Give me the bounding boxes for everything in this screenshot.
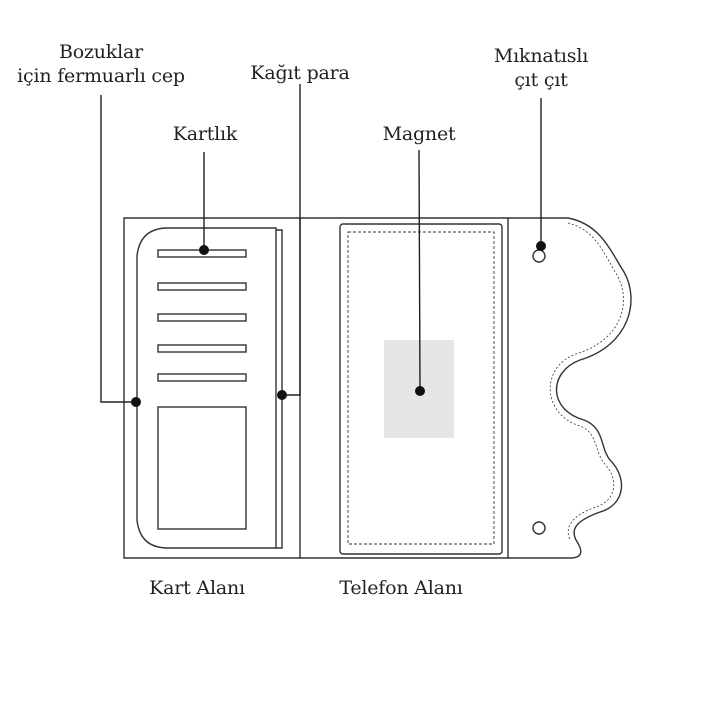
- pointer-dot-kartlik: [199, 245, 209, 255]
- pointer-dot-miknatisli: [536, 241, 546, 251]
- pointer-dot-magnet: [415, 386, 425, 396]
- pointer-dot-bozuklar: [131, 397, 141, 407]
- snap-button-bottom: [532, 521, 546, 535]
- label-bozuklar: Bozuklar için fermuarlı cep: [17, 40, 185, 88]
- label-kagit-para: Kağıt para: [250, 62, 350, 84]
- card-slots: [157, 249, 247, 382]
- label-magnet: Magnet: [382, 123, 456, 145]
- leader-line-magnet: [418, 149, 421, 391]
- label-kartlik: Kartlık: [172, 123, 238, 145]
- card-slot: [157, 282, 247, 291]
- card-slot: [157, 344, 247, 353]
- label-bozuklar-line2: için fermuarlı cep: [17, 65, 185, 87]
- phone-holder: [339, 223, 503, 555]
- id-window: [157, 406, 247, 530]
- card-area-panel: [123, 217, 301, 559]
- flap-stitching: [549, 222, 624, 541]
- leader-line-kagit-para: [282, 84, 301, 396]
- label-kart-alani: Kart Alanı: [149, 577, 245, 599]
- card-slot: [157, 373, 247, 382]
- phone-stitching: [347, 231, 495, 545]
- zipper-pocket-outline: [136, 227, 277, 549]
- label-bozuklar-line1: Bozuklar: [58, 41, 144, 63]
- label-miknatisli-line1: Mıknatıslı: [493, 45, 589, 67]
- label-miknatisli-line2: çıt çıt: [514, 69, 568, 91]
- cash-pocket-edge: [276, 229, 283, 549]
- label-miknatisli: Mıknatıslı çıt çıt: [494, 44, 588, 92]
- snap-flap: [508, 217, 632, 559]
- pointer-dot-kagit-para: [277, 390, 287, 400]
- label-telefon-alani: Telefon Alanı: [339, 577, 463, 599]
- phone-area-panel: [300, 217, 509, 559]
- leader-line-bozuklar: [100, 95, 136, 403]
- card-slot: [157, 313, 247, 322]
- snap-button-top: [532, 249, 546, 263]
